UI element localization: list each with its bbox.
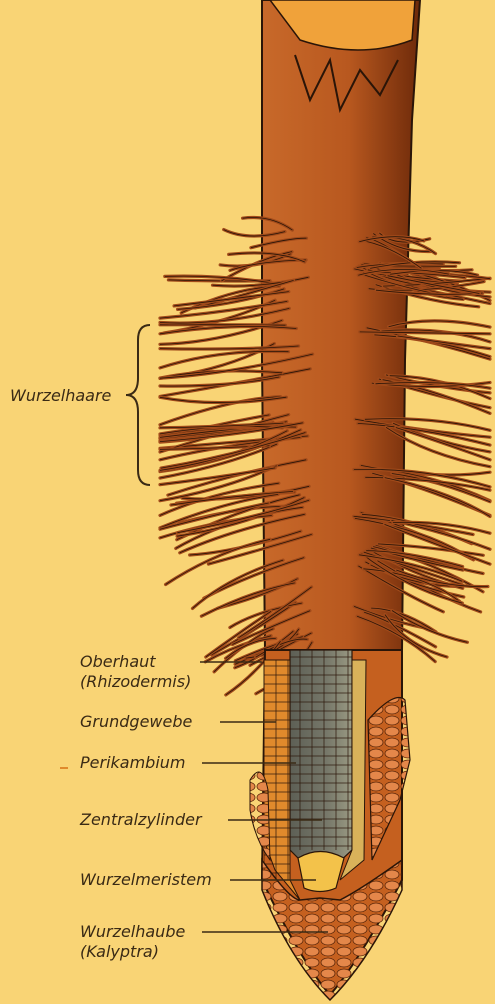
label-oberhaut: Oberhaut (Rhizodermis) (80, 652, 191, 692)
label-wurzelhaare: Wurzelhaare (10, 386, 111, 406)
label-wurzelmeristem: Wurzelmeristem (80, 870, 212, 890)
label-perikambium: Perikambium (80, 753, 186, 773)
label-zentralzylinder: Zentralzylinder (80, 810, 202, 830)
tissue-section (250, 650, 410, 1000)
root-hairs-bracket (126, 325, 150, 485)
label-grundgewebe: Grundgewebe (80, 712, 192, 732)
label-wurzelhaube: Wurzelhaube (Kalyptra) (80, 922, 185, 962)
